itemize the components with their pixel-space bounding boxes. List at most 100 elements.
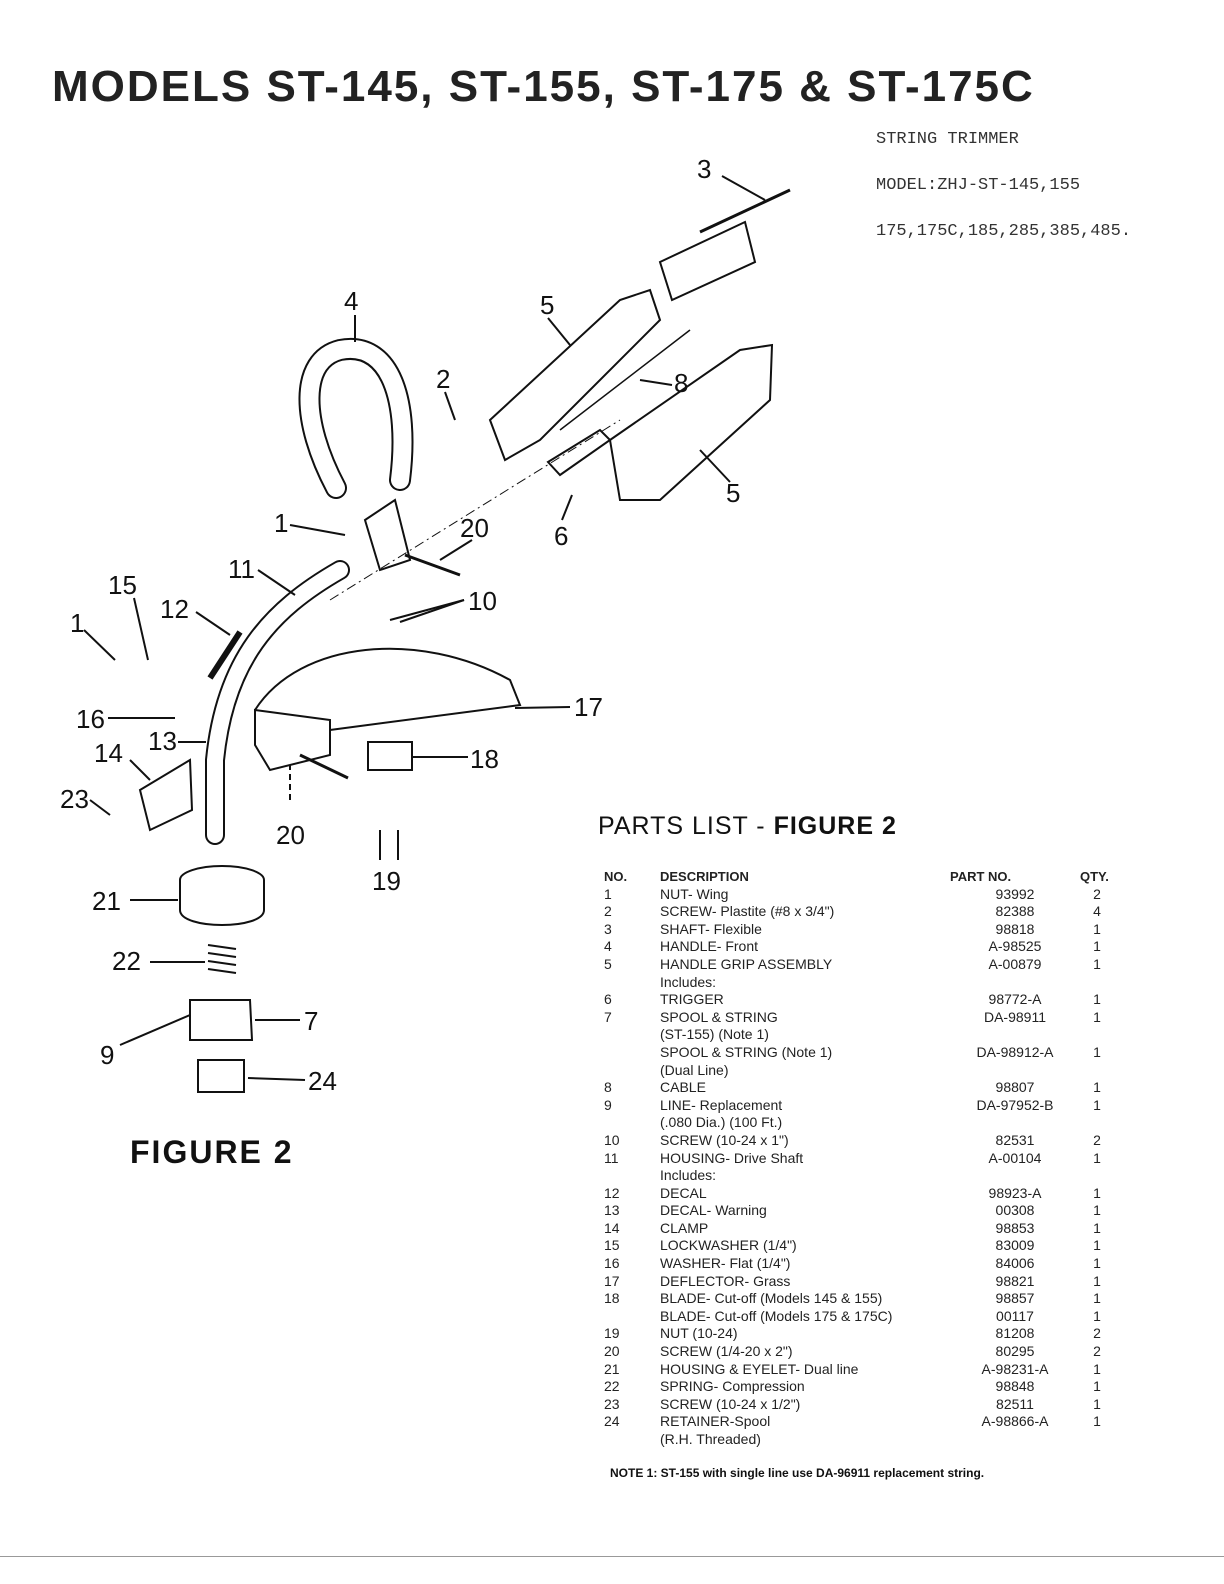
part-number-index: 18	[604, 1290, 620, 1307]
header-part-no: PART NO.	[950, 869, 1012, 884]
compression-spring-part	[207, 944, 237, 974]
part-number-index: 16	[604, 1255, 620, 1272]
part-description: CABLE	[660, 1079, 706, 1096]
table-row: (ST-155) (Note 1)	[596, 1026, 1114, 1044]
header-description: DESCRIPTION	[660, 869, 749, 884]
part-number-index: 24	[604, 1413, 620, 1430]
part-number-index: 3	[604, 920, 612, 937]
part-number: 83009	[995, 1237, 1035, 1254]
part-quantity	[1080, 1114, 1114, 1132]
part-number: 93992	[995, 885, 1035, 902]
part-number: A-98525	[988, 938, 1042, 955]
part-quantity: 1	[1093, 1307, 1101, 1324]
part-description: SPOOL & STRING	[660, 1008, 778, 1025]
part-number: A-98866-A	[981, 1413, 1049, 1430]
spool-retainer-part	[197, 1059, 245, 1093]
part-number-index: 1	[604, 885, 612, 902]
table-row: (Dual Line)	[596, 1062, 1114, 1080]
screw-part-2	[299, 753, 349, 780]
handle-clamp-part	[363, 498, 412, 572]
part-quantity	[1080, 1431, 1114, 1449]
part-quantity: 1	[1093, 1079, 1101, 1096]
part-description: BLADE- Cut-off (Models 175 & 175C)	[660, 1307, 893, 1324]
part-quantity: 1	[1093, 955, 1101, 972]
part-number: A-00879	[988, 955, 1042, 972]
screw-part	[404, 553, 461, 577]
part-description: DEFLECTOR- Grass	[660, 1272, 791, 1289]
part-number: 98848	[995, 1378, 1035, 1395]
part-number: 80295	[995, 1343, 1035, 1360]
part-number-index	[596, 1062, 660, 1080]
callout-3: 3	[697, 154, 711, 184]
part-number: 98818	[995, 920, 1035, 937]
part-description: SCREW- Plastite (#8 x 3/4")	[660, 903, 835, 920]
parts-list-title: PARTS LIST - FIGURE 2	[598, 812, 897, 841]
part-number	[950, 1062, 1080, 1080]
part-number	[950, 974, 1080, 992]
part-description: SPRING- Compression	[660, 1378, 805, 1395]
part-number-index: 9	[604, 1096, 612, 1113]
parts-list-title-prefix: PARTS LIST -	[598, 812, 774, 840]
part-number-index	[596, 1026, 660, 1044]
part-description: NUT (10-24)	[660, 1325, 738, 1342]
callout-5: 5	[540, 290, 554, 320]
part-quantity: 1	[1093, 1149, 1101, 1166]
part-number: 98821	[995, 1272, 1035, 1289]
part-number-index	[596, 974, 660, 992]
callout-24: 24	[308, 1066, 337, 1096]
callout-4: 4	[344, 286, 358, 316]
part-quantity	[1080, 1026, 1114, 1044]
trigger-part	[546, 428, 612, 477]
clamp-part	[138, 758, 194, 832]
part-description: HOUSING- Drive Shaft	[660, 1149, 804, 1166]
part-number: A-00104	[988, 1149, 1042, 1166]
part-description: LINE- Replacement	[660, 1096, 783, 1113]
part-quantity: 1	[1093, 1008, 1101, 1025]
handle-grip-left-part	[488, 288, 662, 462]
part-quantity: 1	[1093, 1184, 1101, 1201]
part-description: (Dual Line)	[660, 1061, 729, 1078]
header-qty: QTY.	[1080, 869, 1109, 884]
part-number-index: 11	[604, 1149, 619, 1166]
callout-10: 10	[468, 586, 497, 616]
part-description: HOUSING & EYELET- Dual line	[660, 1360, 859, 1377]
deflector-mount-part	[254, 708, 331, 772]
part-number-index	[596, 1044, 660, 1062]
part-number-index: 15	[604, 1237, 620, 1254]
table-row: Includes:	[596, 974, 1114, 992]
part-quantity: 1	[1093, 1413, 1101, 1430]
part-quantity	[1080, 1062, 1114, 1080]
part-description: DECAL	[660, 1184, 707, 1201]
model-line: MODEL:ZHJ-ST-145,155	[876, 176, 1081, 195]
part-description: (ST-155) (Note 1)	[660, 1026, 769, 1043]
part-quantity: 1	[1093, 1202, 1101, 1219]
part-number-index: 5	[604, 955, 612, 972]
part-number-index: 20	[604, 1343, 620, 1360]
part-number	[950, 1167, 1080, 1185]
part-number: 98923-A	[988, 1184, 1042, 1201]
part-description: HANDLE GRIP ASSEMBLY	[660, 955, 833, 972]
model-line-2: 175,175C,185,285,385,485.	[876, 222, 1132, 241]
part-quantity	[1080, 974, 1114, 992]
part-quantity	[1080, 1167, 1114, 1185]
part-quantity: 1	[1093, 1272, 1101, 1289]
part-quantity: 1	[1093, 920, 1101, 937]
part-description: NUT- Wing	[660, 885, 729, 902]
callout-12: 12	[160, 594, 189, 624]
part-number: 00117	[996, 1307, 1034, 1324]
callout-6: 6	[554, 521, 568, 551]
part-quantity: 1	[1093, 938, 1101, 955]
table-row: Includes:	[596, 1167, 1114, 1185]
product-name: STRING TRIMMER	[876, 130, 1019, 149]
part-quantity: 1	[1093, 1360, 1101, 1377]
